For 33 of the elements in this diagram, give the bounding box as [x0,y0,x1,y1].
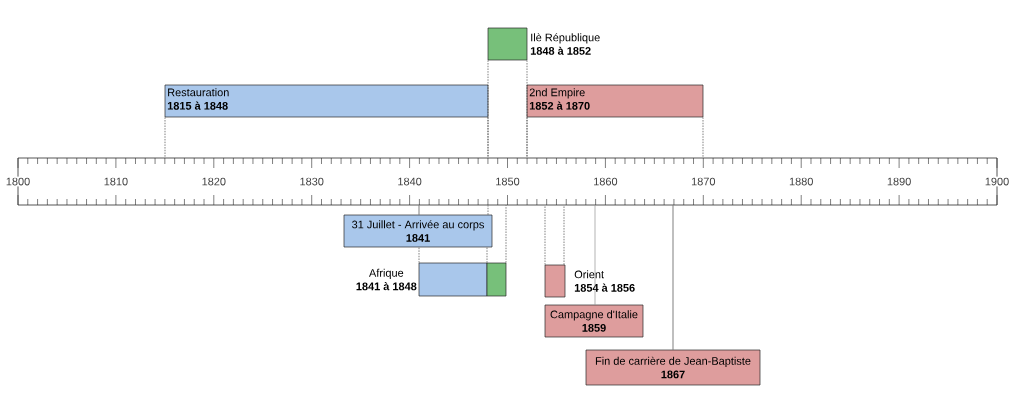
year-label: 1860 [592,176,619,187]
connector-line [487,205,489,215]
period-box [486,262,507,297]
period-label: Ilè République 1848 à 1852 [530,33,600,55]
connector-line [486,247,488,263]
connector-line [418,247,420,263]
year-label: 1800 [4,176,32,187]
year-label: 1870 [690,176,717,187]
year-label: 1850 [494,176,521,187]
connector-line [544,205,546,265]
connector-line [702,117,704,158]
year-label: 1810 [102,176,130,187]
period-box: 31 Juillet - Arrivée au corps 1841 [343,214,493,248]
connector-line [487,117,489,158]
period-box: Fin de carrière de Jean-Baptiste 1867 [585,349,761,386]
year-label: 1840 [396,176,423,187]
connector-line [526,117,528,158]
connector-line [418,205,420,215]
period-label: Orient 1854 à 1856 [574,270,635,292]
year-label: 1830 [298,176,325,187]
year-label: 1880 [788,176,815,187]
period-box: Restauration 1815 à 1848 [164,84,489,118]
year-label: 1900 [983,176,1011,187]
year-label: 1890 [885,176,913,187]
connector-line [505,205,507,263]
connector-line [594,205,596,305]
period-box: Campagne d'Italie 1859 [544,304,644,338]
connector-line [563,205,565,265]
period-box: 2nd Empire 1852 à 1870 [526,84,704,118]
year-label: 1820 [200,176,227,187]
connector-line [164,117,166,158]
connector-line [672,205,674,350]
period-label: Afrique 1841 à 1848 [356,268,417,291]
